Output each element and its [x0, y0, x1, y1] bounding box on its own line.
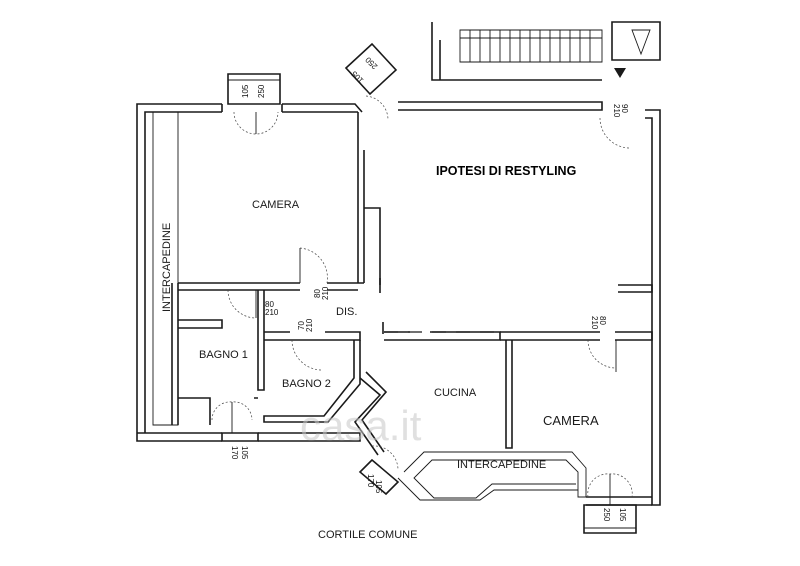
dimension-labels: 105 250 105 250 90 210 80 210 80 210 70 … [230, 55, 629, 522]
dim-diag-window-b: 250 [363, 55, 379, 71]
dim-win-bagno1-b: 170 [230, 446, 239, 460]
room-label-bagno-1: BAGNO 1 [199, 349, 248, 361]
room-label-cucina: CUCINA [434, 387, 477, 399]
dim-door-tr-a: 90 [620, 104, 629, 113]
room-label-cortile: CORTILE COMUNE [318, 529, 417, 541]
windows [221, 42, 637, 534]
triangle-marker-icon [614, 68, 626, 78]
room-label-intercapedine-left: INTERCAPEDINE [161, 223, 173, 312]
dim-door-camera-b: 210 [321, 286, 330, 300]
dim-door-bagno2-b: 210 [305, 318, 314, 332]
dim-top-window-b: 250 [257, 84, 266, 98]
watermark: casa.it [300, 402, 422, 449]
plan-title: IPOTESI DI RESTYLING [436, 164, 576, 178]
dim-win-cucina-a: 170 [366, 474, 375, 488]
room-label-intercapedine-bottom: INTERCAPEDINE [457, 459, 546, 471]
dim-door-bagno2-a: 70 [297, 321, 306, 330]
dim-door-right-a: 80 [598, 316, 607, 325]
room-label-camera-bottom: CAMERA [543, 413, 599, 428]
dim-top-window-a: 105 [241, 84, 250, 98]
room-label-bagno-2: BAGNO 2 [282, 378, 331, 390]
dim-win-cucina-b: 105 [374, 480, 383, 494]
dim-door-tr-b: 210 [612, 104, 621, 118]
room-label-dis: DIS. [336, 306, 357, 318]
dim-door-camera-a: 80 [313, 289, 322, 298]
dim-win-bagno1-a: 105 [240, 446, 249, 460]
dim-door-bagno1-a: 80 [265, 300, 274, 309]
dim-diag-window-a: 105 [349, 69, 365, 85]
interior-walls [152, 112, 653, 501]
door-swings [211, 95, 633, 505]
dim-door-bagno1-b: 210 [265, 308, 279, 317]
dim-win-br-b: 105 [618, 508, 627, 522]
dim-win-br-a: 250 [602, 508, 611, 522]
dim-door-right-b: 210 [590, 316, 599, 330]
outer-walls [136, 21, 661, 506]
staircase [459, 29, 651, 78]
room-label-camera-top: CAMERA [252, 199, 300, 211]
